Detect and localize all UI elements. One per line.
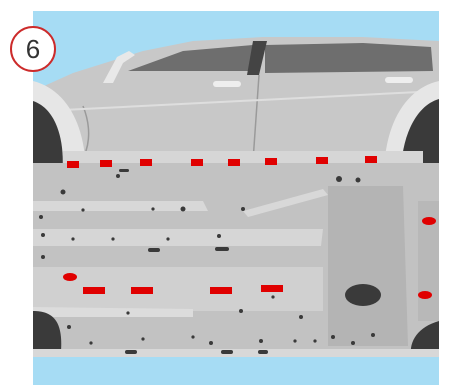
car-underbody-illustration bbox=[33, 11, 439, 385]
marker-sill-4 bbox=[191, 159, 203, 166]
underbody-tunnel bbox=[328, 186, 408, 346]
step-number: 6 bbox=[26, 36, 40, 62]
marker-round-3 bbox=[418, 291, 432, 299]
marker-sill-7 bbox=[316, 157, 328, 164]
marker-sill-6 bbox=[265, 158, 277, 165]
marker-sill-5 bbox=[228, 159, 240, 166]
marker-round-1 bbox=[63, 273, 77, 281]
marker-sill-2 bbox=[100, 160, 112, 167]
marker-sill-1 bbox=[67, 161, 79, 168]
marker-sill-3 bbox=[140, 159, 152, 166]
marker-floor-1 bbox=[83, 287, 105, 294]
underbody-edge bbox=[33, 349, 439, 357]
door-handle-rear bbox=[385, 77, 413, 83]
door-handle-front bbox=[213, 81, 241, 87]
floor-rail-3 bbox=[33, 229, 323, 246]
car-window-rear bbox=[265, 43, 433, 73]
sky-bottom bbox=[33, 357, 439, 385]
marker-floor-3 bbox=[210, 287, 232, 294]
marker-floor-2 bbox=[131, 287, 153, 294]
marker-round-2 bbox=[422, 217, 436, 225]
step-number-badge: 6 bbox=[10, 26, 56, 72]
marker-sill-8 bbox=[365, 156, 377, 163]
marker-floor-4 bbox=[261, 285, 283, 292]
